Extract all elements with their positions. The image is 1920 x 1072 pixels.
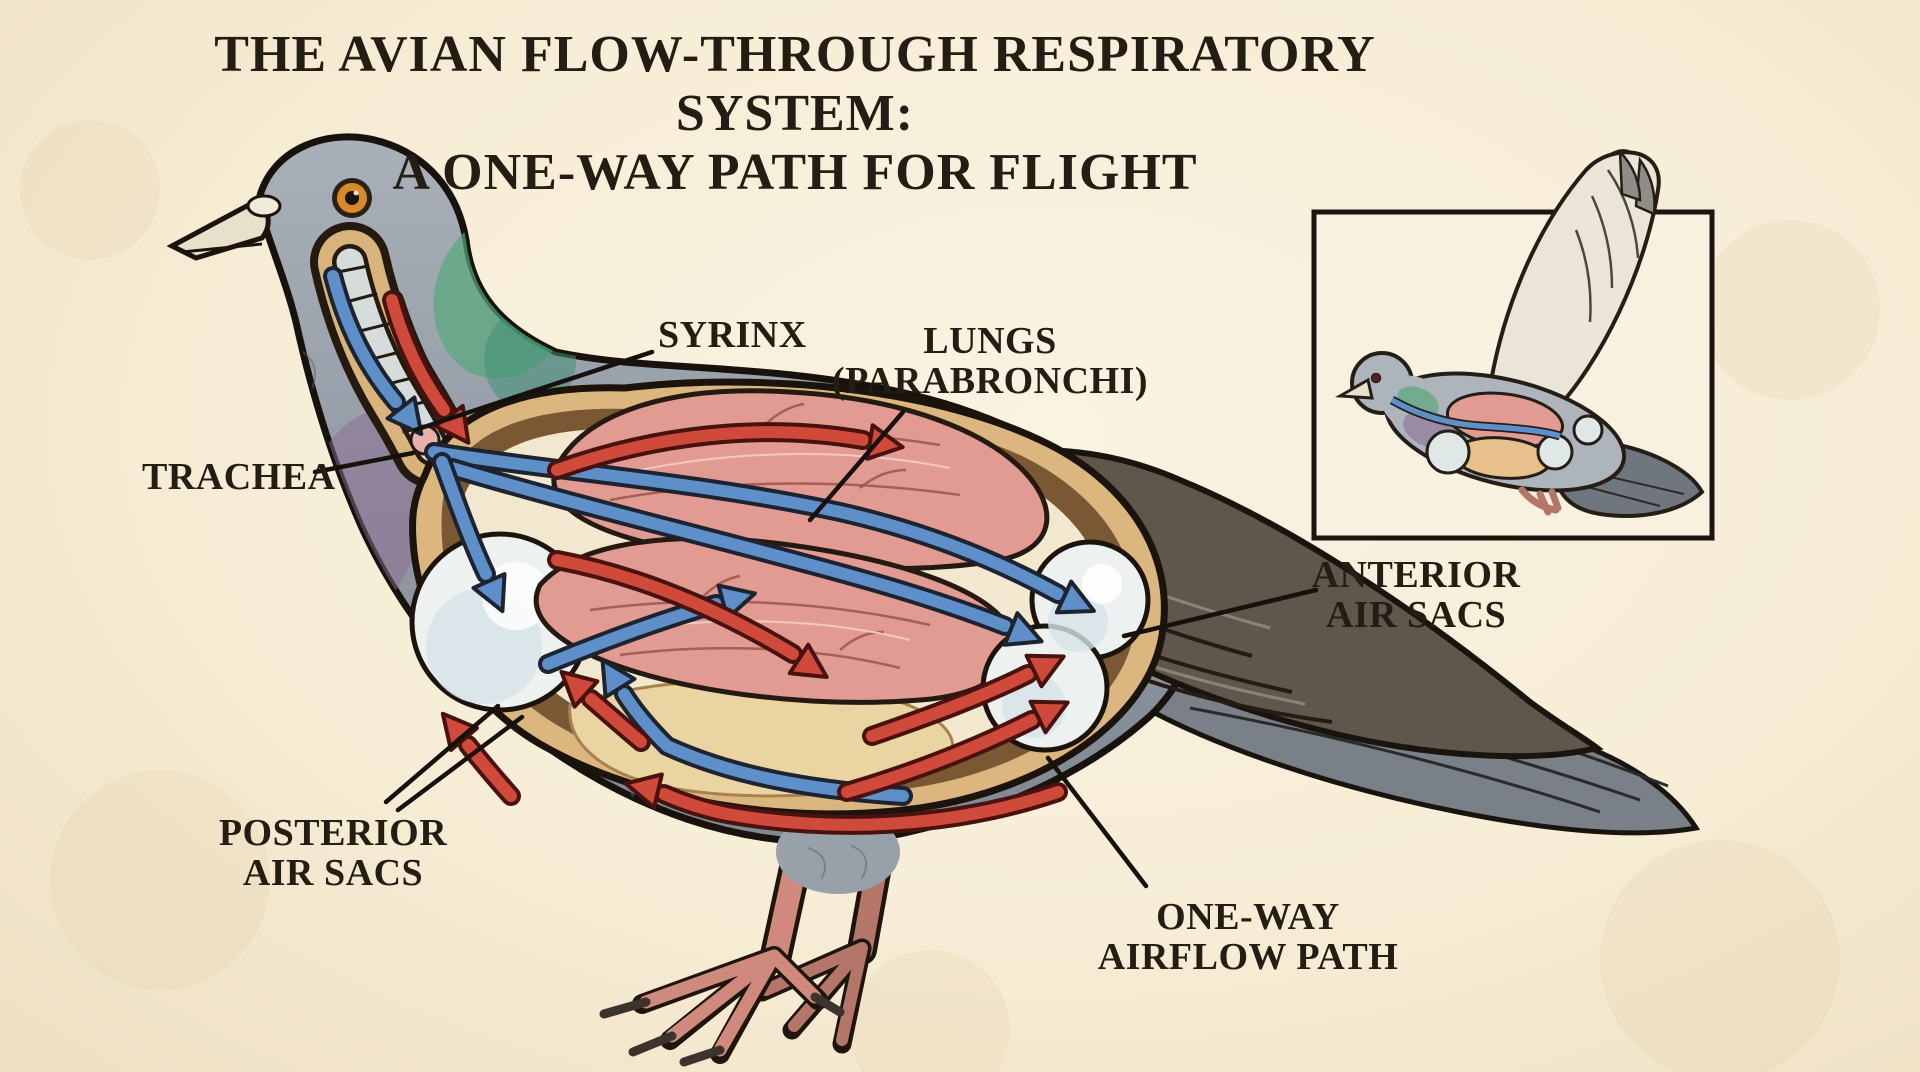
page-title: THE AVIAN FLOW-THROUGH RESPIRATORY SYSTE… <box>130 26 1460 202</box>
main-bird-illustration <box>166 133 1701 1067</box>
label-oneway-line-2: AIRFLOW PATH <box>1097 935 1399 978</box>
inhalation-arrows <box>323 266 1104 806</box>
syrinx-leader <box>412 349 655 433</box>
label-syrinx: SYRINX <box>658 314 807 356</box>
label-trachea: TRACHEA <box>142 456 336 498</box>
trachea-leader <box>312 450 416 475</box>
label-oneway-line-1: ONE-WAY <box>1156 896 1340 938</box>
oneway-leader <box>1045 755 1149 889</box>
beak <box>166 194 282 261</box>
legs-feet <box>599 810 900 1067</box>
posterior-leader-1 <box>383 703 501 805</box>
label-posterior-line-1: POSTERIOR <box>218 812 448 854</box>
lungs-leader <box>807 409 906 523</box>
label-anterior-air-sacs: ANTERIOR AIR SACS <box>1266 554 1566 636</box>
posterior-leader-2 <box>395 714 525 813</box>
label-anterior-line-2: AIR SACS <box>1325 593 1507 636</box>
parchment-texture <box>20 120 1880 1072</box>
label-lungs: LUNGS (PARABRONCHI) <box>790 320 1190 402</box>
label-posterior-air-sacs: POSTERIOR AIR SACS <box>183 812 483 894</box>
anterior-leader <box>1121 587 1319 639</box>
label-anterior-line-1: ANTERIOR <box>1311 554 1521 596</box>
flying-bird-inset <box>1311 148 1715 541</box>
eye <box>332 178 372 218</box>
title-line-1: THE AVIAN FLOW-THROUGH RESPIRATORY SYSTE… <box>214 26 1376 142</box>
exhalation-arrows <box>382 290 1075 835</box>
label-one-way-airflow-path: ONE-WAY AIRFLOW PATH <box>1078 896 1418 978</box>
title-line-2: A ONE-WAY PATH FOR FLIGHT <box>392 143 1198 201</box>
label-posterior-line-2: AIR SACS <box>242 851 424 894</box>
leader-lines <box>312 349 1319 889</box>
label-lungs-line-1: LUNGS <box>923 320 1057 362</box>
label-lungs-line-2: (PARABRONCHI) <box>831 359 1149 402</box>
